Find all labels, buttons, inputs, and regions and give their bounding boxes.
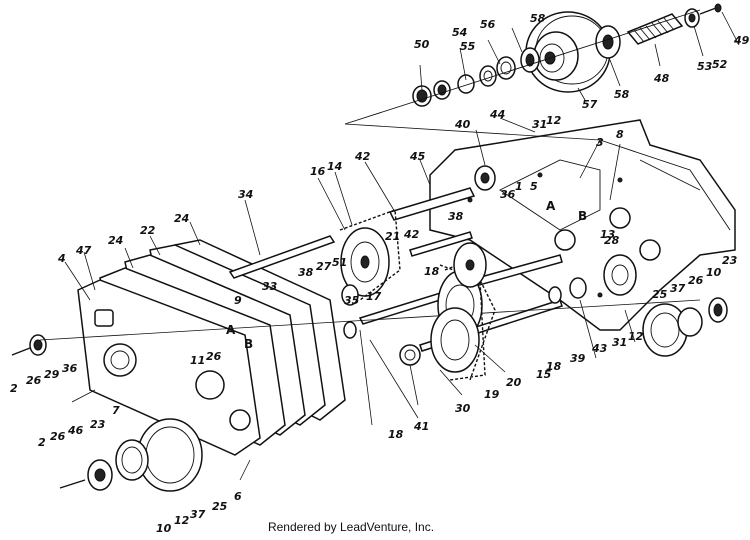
part-label: 21	[385, 230, 400, 243]
part-label: 6	[234, 490, 242, 503]
part-label: 36	[62, 362, 78, 375]
part-label: 37	[670, 282, 686, 295]
front-bearings	[11, 254, 728, 492]
part-label: 24	[108, 234, 123, 247]
part-label: 18	[388, 428, 404, 441]
part-label: 22	[140, 224, 156, 237]
part-label: 18	[546, 360, 562, 373]
part-label: 36	[500, 188, 516, 201]
part-label: 46	[67, 424, 84, 437]
part-label: 53	[697, 60, 713, 73]
part-label: 5	[530, 180, 538, 193]
part-label: 11	[190, 354, 205, 367]
part-label: 25	[212, 500, 228, 513]
footer-text: Rendered by LeadVenture, Inc.	[267, 520, 435, 534]
part-label: 48	[653, 72, 670, 85]
part-label: 18	[424, 265, 440, 278]
part-label: 33	[262, 280, 278, 293]
pulley-assembly	[412, 3, 722, 107]
part-label: 52	[712, 58, 728, 71]
part-label: 34	[238, 188, 253, 201]
part-label: 37	[190, 508, 206, 521]
footer-credit: Rendered by LeadVenture, Inc.	[0, 520, 750, 534]
part-label: 26	[206, 350, 222, 363]
part-labels: 49 52 53 48 58 57 58 56 54 55 50 12 31 4…	[10, 12, 750, 535]
part-label: 25	[652, 288, 668, 301]
leader-lines	[64, 11, 740, 481]
part-label: 19	[484, 388, 500, 401]
part-label: 45	[409, 150, 426, 163]
part-label: 35	[344, 294, 360, 307]
part-label: 10	[706, 266, 722, 279]
part-label: 26	[50, 430, 66, 443]
part-label: 39	[570, 352, 586, 365]
part-label: 17	[366, 290, 382, 303]
part-label: 43	[591, 342, 608, 355]
part-label: 10	[156, 522, 172, 535]
part-label: 57	[582, 98, 598, 111]
part-label: 51	[332, 256, 347, 269]
part-label: 38	[298, 266, 314, 279]
part-label: 26	[688, 274, 704, 287]
sprockets-and-chains	[339, 165, 587, 381]
part-label: 42	[403, 228, 420, 241]
part-label: 54	[452, 26, 467, 39]
part-label: B	[244, 337, 253, 351]
right-housing	[429, 119, 736, 331]
part-label: 1	[515, 180, 523, 193]
part-label: 14	[327, 160, 342, 173]
part-label: 24	[174, 212, 189, 225]
part-label: 13	[600, 228, 616, 241]
part-label: 38	[448, 210, 464, 223]
part-label: 42	[354, 150, 371, 163]
part-label: 41	[413, 420, 429, 433]
part-label: 40	[454, 118, 471, 131]
part-label: 31	[612, 336, 627, 349]
part-label: 31	[532, 118, 547, 131]
part-label: 28	[604, 234, 620, 247]
part-label: 3	[596, 136, 604, 149]
part-label: 56	[480, 18, 496, 31]
part-label: 12	[174, 514, 190, 527]
part-label: A	[226, 323, 236, 337]
part-label: 49	[733, 34, 750, 47]
part-label: 26	[26, 374, 42, 387]
part-label: 58	[614, 88, 630, 101]
part-label: 29	[44, 368, 60, 381]
part-label: 16	[310, 165, 326, 178]
left-housing-stack	[77, 239, 346, 456]
part-label: 8	[616, 128, 624, 141]
part-label: 23	[722, 254, 738, 267]
part-label: 15	[536, 368, 552, 381]
part-label: 9	[234, 294, 242, 307]
part-label: 2	[10, 382, 18, 395]
part-label: 44	[489, 108, 505, 121]
part-label: 20	[506, 376, 522, 389]
part-label: 2	[38, 436, 46, 449]
part-label: 12	[546, 114, 562, 127]
part-label: 23	[90, 418, 106, 431]
part-label: 58	[530, 12, 546, 25]
part-label: 55	[460, 40, 476, 53]
part-label: 7	[112, 404, 120, 417]
part-label: 27	[316, 260, 332, 273]
part-label: 12	[628, 330, 644, 343]
part-label: A	[546, 199, 556, 213]
part-label: B	[578, 209, 587, 223]
part-label: 30	[455, 402, 471, 415]
part-label: 47	[75, 244, 92, 257]
part-label: 50	[414, 38, 430, 51]
part-label: 4	[57, 252, 66, 265]
